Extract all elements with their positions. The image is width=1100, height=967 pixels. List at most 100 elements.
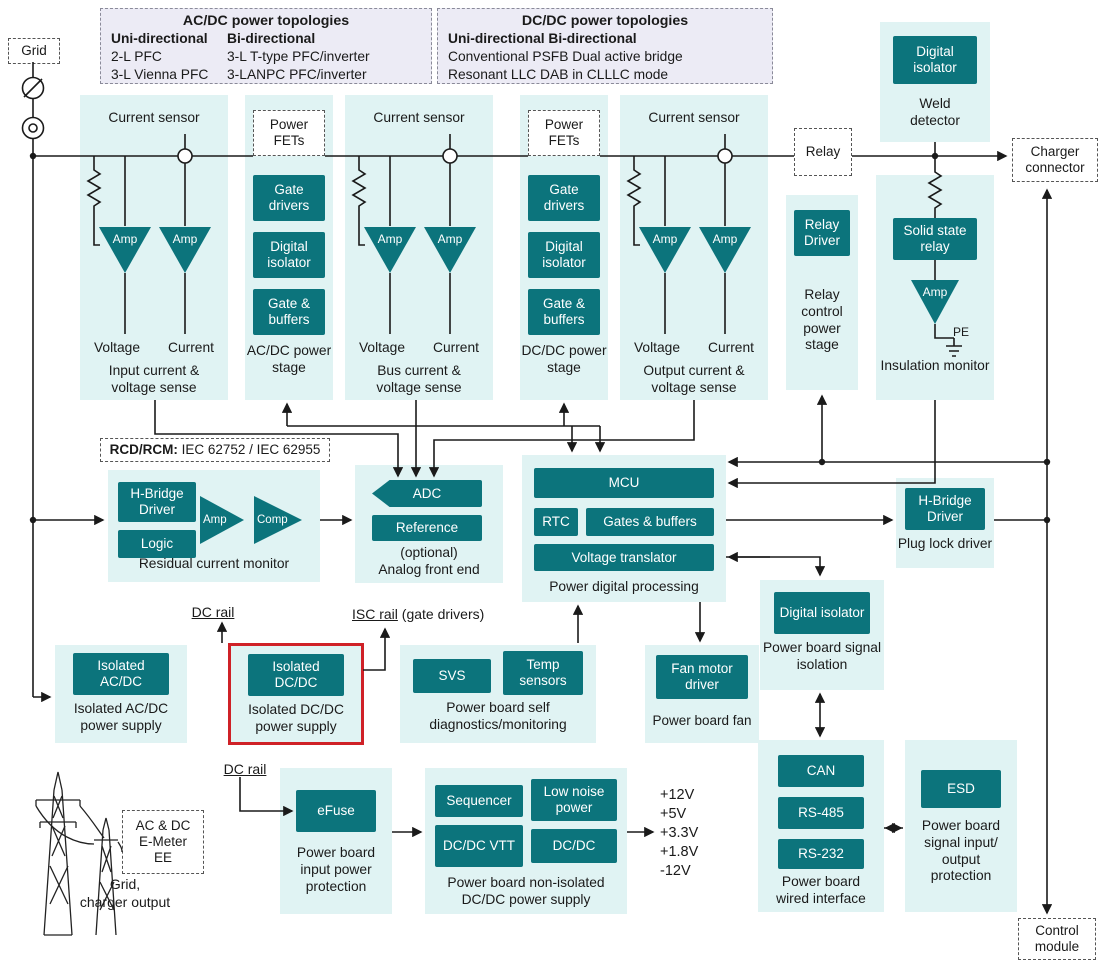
self-diagnostics-block: SVS Temp sensors Power board self diagno… <box>400 645 596 743</box>
acdc-stage-caption: AC/DC power stage <box>246 343 332 375</box>
relay-label: Relay <box>805 143 841 159</box>
gate-buffers-chip: Gate & buffers <box>528 289 600 335</box>
plug-lock-caption: Plug lock driver <box>897 536 993 551</box>
grid-breaker-icon <box>21 76 45 100</box>
sequencer-chip: Sequencer <box>435 785 523 817</box>
amp-label: Amp <box>377 232 403 246</box>
output-voltages: +12V +5V +3.3V +1.8V -12V <box>660 786 698 881</box>
current-label: Current <box>167 340 214 355</box>
rs232-label: RS-232 <box>798 846 844 862</box>
current-sensor-block-input: Current sensor Amp Amp Voltage Current I… <box>80 95 228 400</box>
gate-drivers-label: Gate drivers <box>543 182 585 213</box>
logic-chip: Logic <box>118 530 196 558</box>
amp-label: Amp <box>112 232 138 246</box>
insulation-monitor-block: Solid state relay Amp PE Insulation moni… <box>876 175 994 400</box>
acdc-row2-col1: 3-L Vienna PFC <box>111 67 209 83</box>
signal-isolator-chip: Digital isolator <box>774 592 870 634</box>
digital-isolator-label: Digital isolator <box>542 239 586 270</box>
control-module-box: Control module <box>1018 918 1096 960</box>
weld-digital-isolator-label: Digital isolator <box>913 44 957 75</box>
voltage-amp-triangle: Amp <box>364 227 416 273</box>
rcd-rcm-box: RCD/RCM: IEC 62752 / IEC 62955 <box>100 438 330 462</box>
temp-sensors-label: Temp sensors <box>519 657 567 688</box>
voltage-amp-triangle: Amp <box>639 227 691 273</box>
acdc-row2-col2: 3-LANPC PFC/inverter <box>227 67 367 83</box>
reference-label: Reference <box>395 520 459 536</box>
gate-buffers-label: Gate & buffers <box>267 296 311 327</box>
gate-drivers-chip: Gate drivers <box>253 175 325 221</box>
weld-detector-caption: Weld detector <box>910 96 960 128</box>
gate-buffers-label: Gate & buffers <box>542 296 586 327</box>
adc-label: ADC <box>412 485 442 501</box>
wired-interface-block: CAN RS-485 RS-232 Power board wired inte… <box>758 740 884 912</box>
signal-isolator-label: Digital isolator <box>779 605 865 621</box>
power-fets-box: Power FETs <box>253 110 325 156</box>
power-board-fan-block: Fan motor driver Power board fan <box>645 645 759 743</box>
acdc-power-stage-block: Power FETs Gate drivers Digital isolator… <box>245 95 333 400</box>
low-noise-power-label: Low noise power <box>543 784 605 815</box>
current-sensor-caption: Bus current & voltage sense <box>376 363 462 395</box>
gates-buffers-chip: Gates & buffers <box>586 508 714 536</box>
solid-state-relay-label: Solid state relay <box>903 223 967 254</box>
acdc-row1-col2: 3-L T-type PFC/inverter <box>227 49 370 65</box>
grid-output-caption: Grid,charger output <box>79 876 171 910</box>
input-protection-caption: Power board input power protection <box>296 845 376 894</box>
efuse-chip: eFuse <box>296 790 376 832</box>
low-noise-power-chip: Low noise power <box>531 779 617 821</box>
voltage-translator-label: Voltage translator <box>571 549 677 565</box>
power-fets-label: Power FETs <box>544 116 584 148</box>
voltage-3v3: +3.3V <box>660 825 699 841</box>
gate-drivers-chip: Gate drivers <box>528 175 600 221</box>
rcd-rcm-bold: RCD/RCM: <box>109 441 178 457</box>
plug-lock-driver-block: H-Bridge Driver Plug lock driver <box>896 478 994 568</box>
dcdc-row2: Resonant LLC DAB in CLLLC mode <box>448 67 669 83</box>
can-label: CAN <box>806 763 836 779</box>
residual-monitor-caption: Residual current monitor <box>138 556 290 571</box>
esd-protection-block: ESD Power board signal input/ output pro… <box>905 740 1017 912</box>
non-isolated-caption: Power board non-isolated DC/DC power sup… <box>447 875 605 907</box>
insulation-amp-triangle: Amp <box>911 280 959 324</box>
dcdc-chip: DC/DC <box>531 829 617 863</box>
signal-isolation-caption: Power board signal isolation <box>762 640 882 672</box>
current-amp-triangle: Amp <box>699 227 751 273</box>
current-sensor-caption: Input current & voltage sense <box>108 363 200 395</box>
insulation-monitor-caption: Insulation monitor <box>880 358 990 373</box>
h-bridge-driver-chip: H-Bridge Driver <box>118 482 196 522</box>
dcdc-topologies-title: DC/DC power topologies <box>521 13 689 29</box>
fan-motor-driver-chip: Fan motor driver <box>656 655 748 699</box>
current-sensor-block-bus: Current sensor Amp Amp Voltage Current B… <box>345 95 493 400</box>
dcdc-header: Uni-directional Bi-directional <box>448 31 637 47</box>
current-sensor-title: Current sensor <box>108 110 200 125</box>
isolated-acdc-caption: Isolated AC/DC power supply <box>73 701 169 733</box>
power-digital-processing-block: MCU RTC Gates & buffers Voltage translat… <box>522 455 726 602</box>
esd-caption: Power board signal input/ output protect… <box>921 818 1001 884</box>
voltage-label: Voltage <box>93 340 141 355</box>
residual-amp-triangle: Amp <box>200 496 244 544</box>
voltage-1v8: +1.8V <box>660 844 699 860</box>
power-fets-box: Power FETs <box>528 110 600 156</box>
reference-chip: Reference <box>372 515 482 541</box>
current-amp-triangle: Amp <box>424 227 476 273</box>
analog-front-end-block: ADC Reference (optional) Analog front en… <box>355 465 503 583</box>
rtc-label: RTC <box>542 514 570 530</box>
dc-rail-mid-label: DC rail <box>191 604 235 620</box>
amp-label: Amp <box>437 232 463 246</box>
dcdc-vtt-label: DC/DC VTT <box>443 838 515 854</box>
acdc-topologies-title: AC/DC power topologies <box>182 13 350 29</box>
charger-connector-box: Charger connector <box>1012 138 1098 182</box>
amp-label: Amp <box>652 232 678 246</box>
amp-label: Amp <box>203 514 227 526</box>
acdc-row1-col1: 2-L PFC <box>111 49 162 65</box>
relay-control-block: Relay Driver Relay control power stage <box>786 195 858 390</box>
rcd-rcm-text: IEC 62752 / IEC 62955 <box>177 441 321 457</box>
wired-interface-caption: Power board wired interface <box>776 874 866 906</box>
gate-drivers-label: Gate drivers <box>268 182 310 213</box>
acdc-col2-header: Bi-directional <box>227 31 316 47</box>
acdc-col1-header: Uni-directional <box>111 31 208 47</box>
gate-buffers-chip: Gate & buffers <box>253 289 325 335</box>
rs232-chip: RS-232 <box>778 839 864 869</box>
comp-label: Comp <box>257 514 288 526</box>
dcdc-vtt-chip: DC/DC VTT <box>435 825 523 867</box>
acdc-topologies-box: AC/DC power topologies Uni-directional B… <box>100 8 432 84</box>
e-meter-box: AC & DC E-Meter EE <box>122 810 204 874</box>
